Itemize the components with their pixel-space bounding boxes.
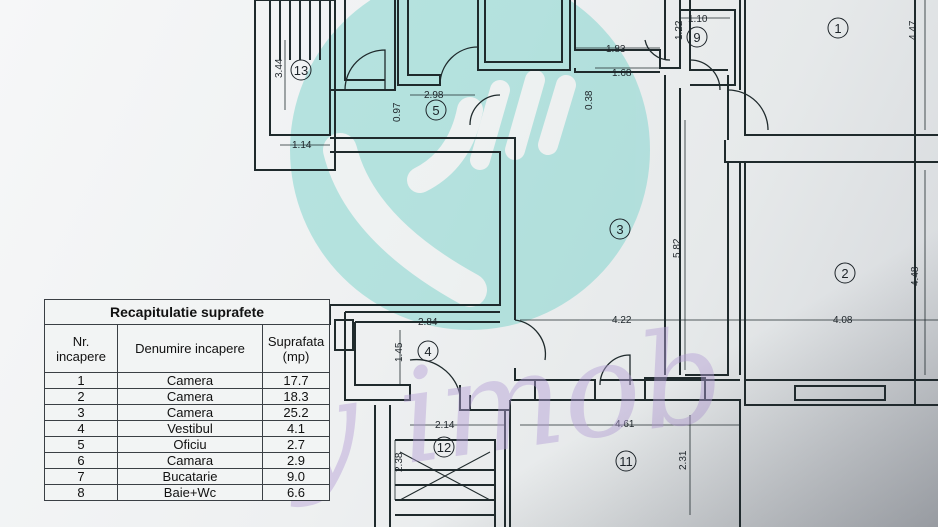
dim-1-45: 1.45: [394, 342, 405, 362]
dim-1-68: 1.68: [612, 68, 632, 79]
door-swings: [344, 39, 769, 396]
header-area: Suprafata (mp): [262, 324, 330, 373]
summary-table: Recapitulatie suprafete Nr. incapere Den…: [44, 299, 330, 501]
svg-text:13: 13: [294, 63, 308, 78]
dim-2-98: 2.98: [424, 90, 444, 101]
room-marker-11: 11: [615, 450, 637, 472]
dim-4-08: 4.08: [833, 315, 853, 326]
svg-text:3: 3: [616, 222, 623, 237]
svg-text:5: 5: [432, 103, 439, 118]
dim-4-61: 4.61: [615, 419, 635, 430]
room-marker-4: 4: [417, 340, 439, 362]
dim-2-84: 2.84: [418, 317, 438, 328]
room-marker-5: 5: [425, 99, 447, 121]
dim-4-22: 4.22: [612, 315, 632, 326]
dim-0-38: 0.38: [584, 90, 595, 110]
summary-table-title: Recapitulatie suprafete: [44, 299, 330, 325]
room-marker-3: 3: [609, 218, 631, 240]
dim-2-38: 2.38: [394, 452, 405, 472]
dim-4-48: 4.48: [910, 266, 921, 286]
room-marker-13: 13: [290, 59, 312, 81]
dim-0-97: 0.97: [392, 102, 403, 122]
dim-5-82: 5.82: [672, 238, 683, 258]
room-marker-9: 9: [686, 26, 708, 48]
room-marker-12: 12: [433, 436, 455, 458]
dim-1-14: 1.14: [292, 140, 312, 151]
svg-text:9: 9: [693, 30, 700, 45]
dimension-labels: 1.10 1.22 1.83 1.68 2.98 0.97 0.38 3.44 …: [274, 14, 921, 472]
svg-text:2: 2: [841, 266, 848, 281]
room-markers: 1 2 3 4 5 9 11 12 13: [290, 17, 856, 472]
dim-2-31: 2.31: [678, 450, 689, 470]
svg-text:4: 4: [424, 344, 431, 359]
room-marker-1: 1: [827, 17, 849, 39]
dim-2-14: 2.14: [435, 420, 455, 431]
header-nr: Nr. incapere: [44, 324, 118, 373]
dim-3-44: 3.44: [274, 58, 285, 78]
room-marker-2: 2: [834, 262, 856, 284]
dim-1-22: 1.22: [674, 20, 685, 40]
svg-text:1: 1: [834, 21, 841, 36]
dim-4-47: 4.47: [908, 20, 919, 40]
svg-text:11: 11: [619, 454, 633, 469]
svg-text:12: 12: [437, 440, 451, 455]
header-name: Denumire incapere: [117, 324, 263, 373]
dim-1-83: 1.83: [606, 44, 626, 55]
dimension-lines: [280, 0, 938, 515]
dim-1-10: 1.10: [688, 14, 708, 25]
